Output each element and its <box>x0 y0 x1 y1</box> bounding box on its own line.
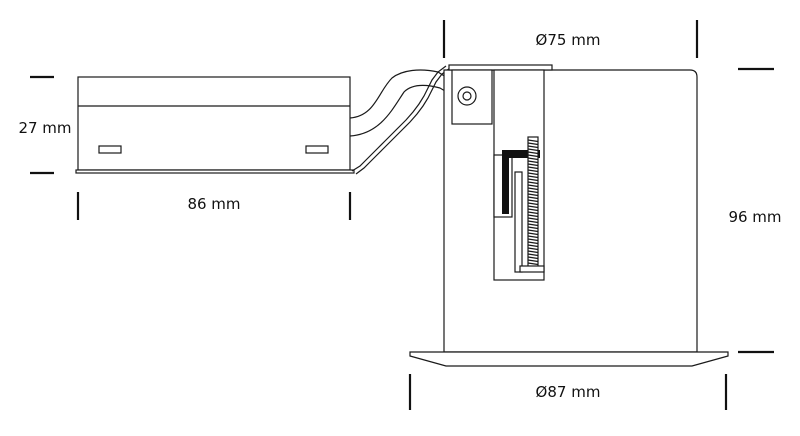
screw-thread <box>527 262 539 266</box>
screw-thread <box>527 217 539 221</box>
mounting-bracket-top <box>448 64 553 71</box>
screw-thread <box>527 229 539 233</box>
screw-thread <box>527 178 539 182</box>
housing-flange <box>409 351 729 367</box>
screw-thread <box>527 193 539 197</box>
screw-thread <box>527 175 539 179</box>
screw-thread <box>527 199 539 203</box>
screw-thread <box>527 241 539 245</box>
screw-base <box>519 265 545 273</box>
screw-thread <box>527 187 539 191</box>
screw-thread <box>527 190 539 194</box>
driver-slot-left <box>98 145 122 154</box>
screw-thread <box>527 154 539 158</box>
driver-box-bottom-plate <box>75 169 355 174</box>
driver-box-body <box>77 76 351 171</box>
screw-thread <box>527 160 539 164</box>
earth-chain <box>351 65 451 175</box>
screw-thread <box>527 226 539 230</box>
screw-thread <box>527 151 539 155</box>
dim-housing-height: 96 mm <box>728 208 781 226</box>
dim-housing-diameter: Ø75 mm <box>536 31 601 49</box>
screw-thread <box>527 244 539 248</box>
dim-driver-height: 27 mm <box>18 119 71 137</box>
screw-thread <box>527 214 539 218</box>
screw-thread <box>527 211 539 215</box>
driver-slot-right <box>305 145 329 154</box>
dim-driver-length: 86 mm <box>187 195 240 213</box>
downlight-housing <box>409 64 729 367</box>
screw-thread <box>527 208 539 212</box>
clip-inner-slot <box>514 171 523 273</box>
screw-thread <box>527 205 539 209</box>
cable-gland-inner <box>462 91 472 101</box>
screw-thread <box>527 223 539 227</box>
screw-thread <box>527 163 539 167</box>
screw-thread <box>527 247 539 251</box>
screw-thread <box>527 166 539 170</box>
screw-thread <box>527 139 539 143</box>
screw-thread <box>527 145 539 149</box>
adjustment-screw <box>519 136 545 273</box>
screw-thread <box>527 220 539 224</box>
driver-box <box>75 76 355 174</box>
screw-thread <box>527 250 539 254</box>
screw-thread <box>527 256 539 260</box>
screw-thread <box>527 142 539 146</box>
screw-thread <box>527 202 539 206</box>
screw-thread <box>527 157 539 161</box>
screw-thread <box>527 169 539 173</box>
screw-thread <box>527 238 539 242</box>
screw-thread <box>527 232 539 236</box>
power-cable <box>349 69 461 137</box>
screw-thread <box>527 148 539 152</box>
screw-thread <box>527 253 539 257</box>
screw-thread <box>527 184 539 188</box>
screw-thread <box>527 259 539 263</box>
dim-flange-diameter: Ø87 mm <box>536 383 601 401</box>
screw-thread <box>527 196 539 200</box>
screw-thread <box>527 172 539 176</box>
screw-thread <box>527 181 539 185</box>
screw-thread <box>527 235 539 239</box>
